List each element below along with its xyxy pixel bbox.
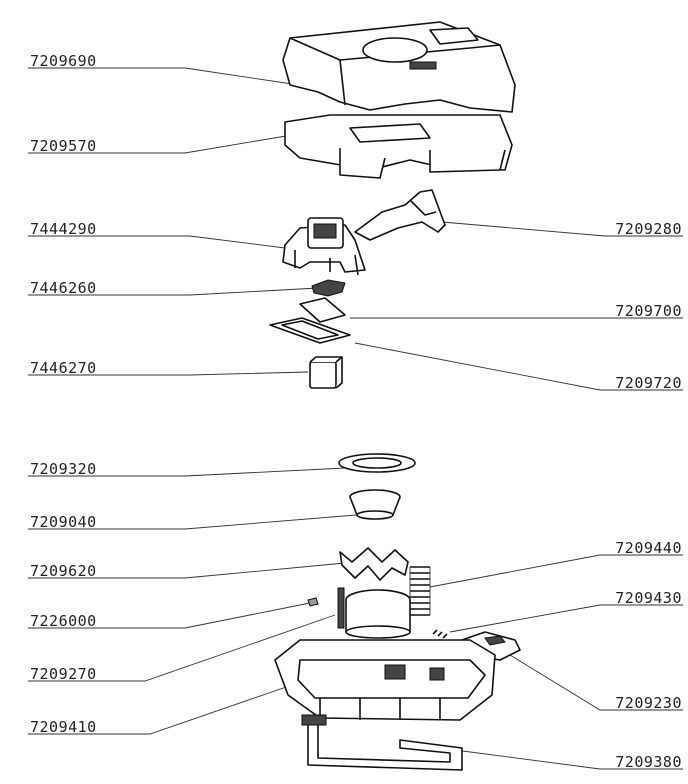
leader-7226000 — [28, 602, 311, 629]
part-handle — [301, 714, 463, 771]
part-seal-frame — [269, 317, 351, 344]
part-number-label: 7446260 — [30, 279, 97, 297]
part-number-label: 7209270 — [30, 665, 97, 683]
part-number-label: 7209720 — [615, 374, 682, 392]
part-small-board — [311, 279, 346, 297]
leader-7209230 — [509, 654, 683, 711]
part-number-label: 7209620 — [30, 562, 97, 580]
part-foam-insert — [284, 114, 513, 179]
part-number-label: 7444290 — [30, 220, 97, 238]
part-number-label: 7209040 — [30, 513, 97, 531]
leader-7209040 — [28, 514, 357, 530]
part-cup — [349, 489, 401, 520]
leader-7209320 — [28, 467, 346, 477]
part-number-label: 7209700 — [615, 302, 682, 320]
leader-7209380 — [454, 749, 683, 770]
part-number-label: 7226000 — [30, 612, 97, 630]
leader-7209620 — [28, 562, 346, 579]
part-number-label: 7209410 — [30, 718, 97, 736]
leader-7209280 — [441, 221, 683, 237]
part-top-cover — [282, 21, 516, 113]
part-number-label: 7209320 — [30, 460, 97, 478]
leader-7446260 — [28, 287, 319, 296]
part-number-label: 7446270 — [30, 359, 97, 377]
part-module — [309, 356, 343, 389]
part-spring — [409, 566, 431, 616]
leader-7209410 — [28, 684, 293, 735]
leader-7209720 — [354, 342, 683, 391]
leader-7209440 — [429, 554, 683, 588]
leader-lines — [28, 67, 683, 770]
part-wave-clip — [339, 547, 409, 581]
part-base — [274, 639, 496, 721]
part-impeller-housing — [337, 587, 411, 639]
part-number-label: 7209230 — [615, 694, 682, 712]
part-number-label: 7209280 — [615, 220, 682, 238]
leader-7444290 — [28, 235, 286, 249]
leader-7209270 — [28, 614, 336, 682]
part-controller — [282, 217, 366, 276]
part-side-flap — [354, 189, 446, 241]
part-number-label: 7209690 — [30, 52, 97, 70]
leader-7209570 — [28, 134, 293, 154]
part-gasket-plate — [299, 297, 346, 323]
part-small-spring — [432, 629, 448, 639]
part-number-label: 7209430 — [615, 589, 682, 607]
leader-7446270 — [28, 371, 309, 376]
part-number-label: 7209380 — [615, 753, 682, 771]
leader-7209690 — [28, 67, 293, 85]
part-ring — [338, 453, 416, 473]
part-small-pin — [307, 597, 319, 607]
part-number-label: 7209440 — [615, 539, 682, 557]
part-number-label: 7209570 — [30, 137, 97, 155]
leader-7209430 — [449, 604, 683, 633]
